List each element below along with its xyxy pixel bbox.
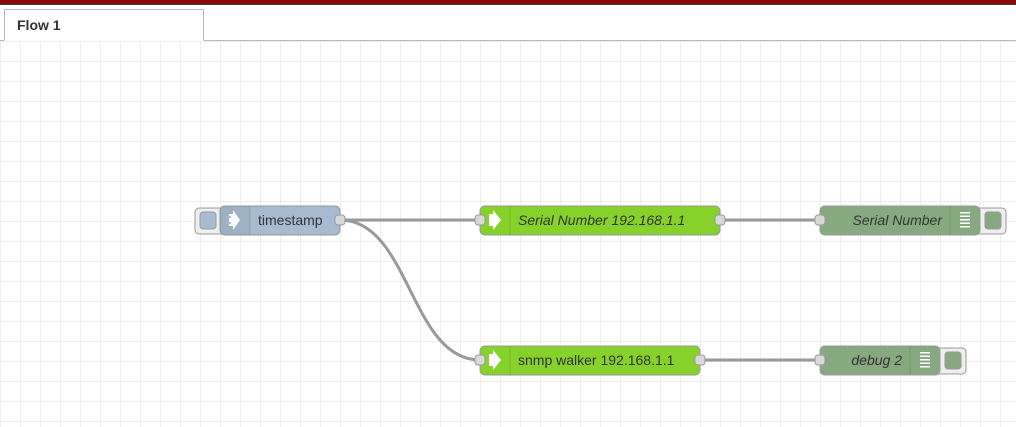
arrow-in-icon bbox=[489, 210, 501, 230]
workspace-tabs: Flow 1 bbox=[0, 5, 1016, 41]
debug-toggle-fill bbox=[944, 351, 962, 370]
tab-flow-1[interactable]: Flow 1 bbox=[4, 9, 204, 41]
input-port[interactable] bbox=[814, 214, 826, 226]
debug-node-serial-number[interactable]: Serial Number bbox=[814, 205, 1007, 236]
inject-node-timestamp[interactable]: timestamp bbox=[194, 205, 346, 236]
debug-toggle-fill bbox=[984, 211, 1002, 230]
node-label: snmp walker 192.168.1.1 bbox=[518, 352, 675, 368]
header-bar bbox=[0, 0, 1016, 5]
list-icon bbox=[960, 212, 970, 228]
input-port[interactable] bbox=[474, 354, 486, 366]
node-label: Serial Number bbox=[853, 212, 944, 228]
wire-timestamp-walker[interactable] bbox=[339, 218, 481, 362]
arrow-in-icon bbox=[489, 350, 501, 370]
node-label: timestamp bbox=[258, 212, 323, 228]
input-port[interactable] bbox=[814, 354, 826, 366]
debug-node-debug-2[interactable]: debug 2 bbox=[814, 345, 967, 376]
node-label: Serial Number 192.168.1.1 bbox=[518, 212, 685, 228]
output-port[interactable] bbox=[694, 354, 706, 366]
input-port[interactable] bbox=[474, 214, 486, 226]
snmp-node-walker[interactable]: snmp walker 192.168.1.1 bbox=[474, 345, 706, 376]
output-port[interactable] bbox=[714, 214, 726, 226]
list-icon bbox=[920, 352, 930, 368]
snmp-node-serial-number[interactable]: Serial Number 192.168.1.1 bbox=[474, 205, 726, 236]
arrow-in-icon bbox=[226, 210, 240, 230]
node-label: debug 2 bbox=[851, 352, 902, 368]
output-port[interactable] bbox=[334, 214, 346, 226]
inject-button-fill bbox=[199, 211, 217, 230]
